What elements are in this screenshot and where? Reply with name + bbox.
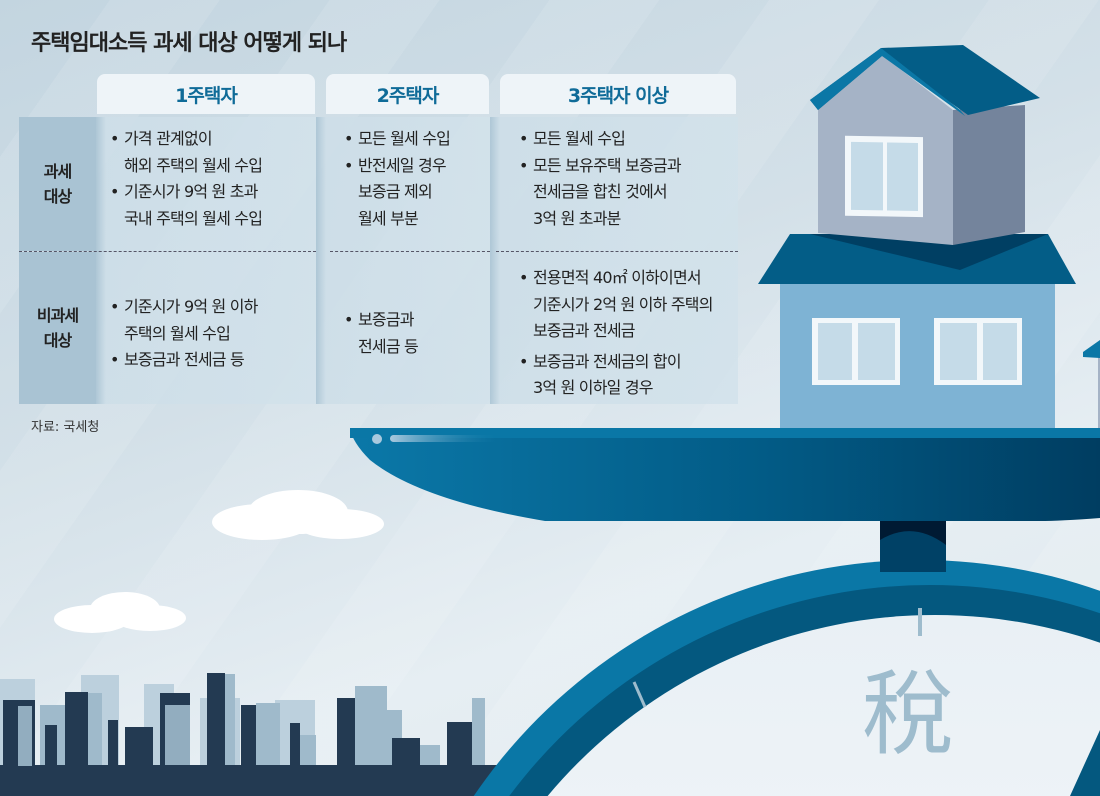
cell-text-line: 기준시가 9억 원 초과 <box>124 182 258 201</box>
source-note: 자료: 국세청 <box>31 420 100 435</box>
row-divider <box>19 251 316 252</box>
list-item: 모든 월세 수입 <box>342 126 451 153</box>
cell-text-line: 전세금 등 <box>358 336 419 356</box>
cell-text-line: 보증금과 전세금 <box>533 321 636 340</box>
window-icon <box>812 318 900 385</box>
cell-text-line: 반전세일 경우 <box>358 155 447 175</box>
list-item: 모든 월세 수입 <box>517 126 681 153</box>
cell-text-line: 3억 원 이하일 경우 <box>533 378 653 397</box>
row-header-line: 과세 <box>43 162 72 181</box>
column-header-2-houses: 2주택자 <box>326 74 489 114</box>
row-header-line: 대상 <box>43 187 72 206</box>
cell-text-line: 전용면적 40㎡ 이하이면서 <box>533 268 702 287</box>
cell-text-line: 모든 월세 수입 <box>533 129 626 148</box>
column-header-3plus-houses: 3주택자 이상 <box>500 74 736 114</box>
cell-text-line: 3억 원 초과분 <box>533 208 621 228</box>
column-header-1-house: 1주택자 <box>97 74 315 114</box>
cell-text-line: 기준시가 2억 원 이하 주택의 <box>533 294 713 314</box>
cell-text-line: 국내 주택의 월세 수입 <box>124 208 263 228</box>
scale-tray <box>350 428 1100 521</box>
row-divider <box>496 251 738 252</box>
cell-text-line: 월세 부분 <box>358 208 419 228</box>
window-icon <box>934 318 1022 385</box>
row-divider <box>330 251 490 252</box>
row-header-line: 비과세 <box>36 306 79 325</box>
cell-text-line: 보증금과 <box>358 310 414 329</box>
window-icon <box>845 135 923 218</box>
lower-house <box>758 234 1076 428</box>
cell-text-line: 가격 관계없이 <box>124 129 213 148</box>
small-house <box>1083 340 1100 428</box>
cell-text-line: 모든 보유주택 보증금과 <box>533 155 682 175</box>
cell-text-line: 모든 월세 수입 <box>358 129 451 148</box>
cell-text-line: 보증금과 전세금의 합이 <box>533 351 682 371</box>
row-header-line: 대상 <box>43 331 72 350</box>
cell-text-line: 주택의 월세 수입 <box>124 323 231 343</box>
upper-house <box>810 45 1040 245</box>
page-title: 주택임대소득 과세 대상 어떻게 되나 <box>31 31 347 56</box>
tax-character-label: 稅 <box>862 661 955 768</box>
cell-text-line: 보증금 제외 <box>358 182 433 201</box>
list-item: 보증금과 전세금의 합이 3억 원 이하일 경우 <box>517 349 713 402</box>
scale-dial <box>473 560 1100 796</box>
cell-text-line: 기준시가 9억 원 이하 <box>124 297 258 316</box>
cell-text-line: 해외 주택의 월세 수입 <box>124 155 263 175</box>
cell-text-line: 전세금을 합친 것에서 <box>533 182 668 201</box>
list-item: 보증금과 전세금 등 <box>108 347 258 374</box>
cell-text-line: 보증금과 전세금 등 <box>124 350 245 369</box>
cloud-icon <box>54 490 384 633</box>
